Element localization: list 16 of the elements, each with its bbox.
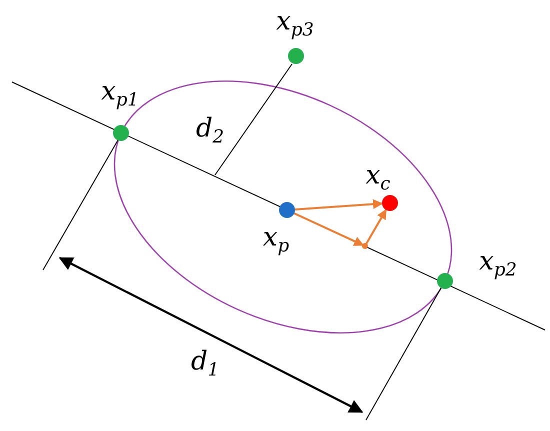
distance-label: d$_{1}$ (190, 347, 220, 383)
point-label: x$_{c}$ (366, 161, 390, 197)
arrow (294, 199, 384, 210)
point-marker (279, 202, 295, 218)
vertex-point (362, 243, 368, 249)
point-label: x$_{p2}$ (479, 247, 517, 283)
point-label: x$_{p1}$ (101, 77, 139, 113)
arrow (365, 209, 387, 245)
point-label: x$_{p}$ (262, 223, 290, 259)
arrow (294, 212, 364, 246)
point-label: x$_{p3}$ (276, 7, 314, 43)
point-marker (113, 125, 129, 141)
distance-label: d$_{2}$ (196, 114, 224, 150)
point-marker (288, 48, 304, 64)
point-marker (437, 273, 453, 289)
point-marker (382, 195, 398, 211)
